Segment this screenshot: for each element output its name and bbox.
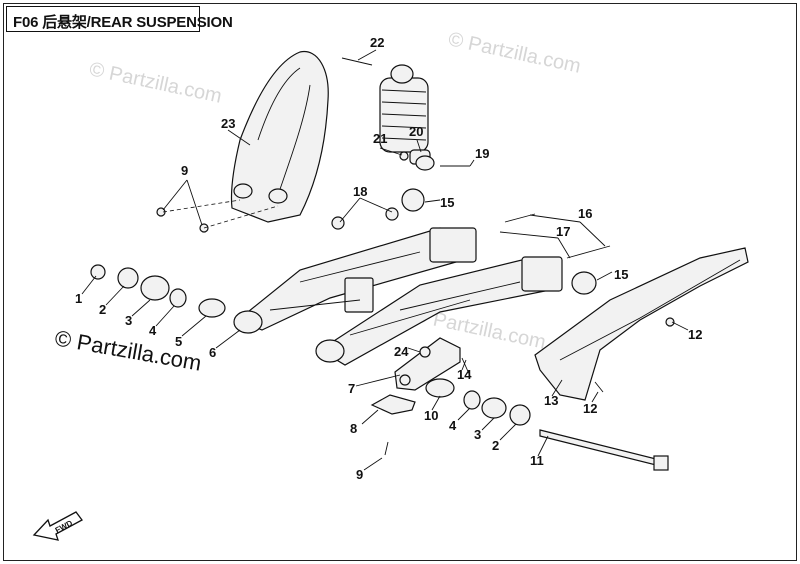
callout-7: 7 [348, 381, 355, 396]
bracket-part[interactable] [370, 394, 416, 415]
left-bushing-set[interactable] [90, 264, 226, 318]
callout-1: 1 [75, 291, 82, 306]
callout-10: 10 [424, 408, 438, 423]
chain-adjuster-parts[interactable] [401, 188, 597, 295]
axle-part[interactable] [539, 429, 669, 471]
callout-12: 12 [583, 401, 597, 416]
callout-3: 3 [474, 427, 481, 442]
callout-8: 8 [350, 421, 357, 436]
page-title: F06 后悬架/REAR SUSPENSION [13, 14, 233, 31]
callout-19: 19 [475, 146, 489, 161]
callout-21: 21 [373, 131, 387, 146]
link-plate-part[interactable] [394, 337, 461, 391]
callout-13: 13 [544, 393, 558, 408]
callout-14: 14 [457, 367, 472, 382]
callout-9: 9 [181, 163, 188, 178]
callout-2: 2 [492, 438, 499, 453]
callout-15: 15 [440, 195, 454, 210]
chain-guard-part[interactable] [534, 247, 749, 401]
title-box: F06 后悬架/REAR SUSPENSION [6, 6, 233, 32]
callout-23: 23 [221, 116, 235, 131]
callout-5: 5 [175, 334, 182, 349]
diagram-frame [3, 3, 797, 561]
callout-16: 16 [578, 206, 592, 221]
callout-11: 11 [530, 453, 544, 468]
callout-4: 4 [449, 418, 457, 433]
callout-15: 15 [614, 267, 628, 282]
callout-6: 6 [209, 345, 216, 360]
shock-absorber-part[interactable] [379, 64, 435, 171]
callout-20: 20 [409, 124, 423, 139]
right-bushing-set[interactable] [425, 378, 531, 426]
callout-4: 4 [149, 323, 157, 338]
callout-2: 2 [99, 302, 106, 317]
callout-12: 12 [688, 327, 702, 342]
callout-3: 3 [125, 313, 132, 328]
callout-9: 9 [356, 467, 363, 482]
callout-18: 18 [353, 184, 367, 199]
callout-22: 22 [370, 35, 384, 50]
callout-17: 17 [556, 224, 570, 239]
bolt-parts[interactable] [156, 57, 675, 456]
leader-lines [81, 49, 689, 471]
fwd-arrow-icon: FWD [32, 511, 83, 541]
swing-arm-part[interactable] [233, 227, 563, 366]
callout-24: 24 [394, 344, 409, 359]
rear-fender-part[interactable] [230, 51, 329, 223]
